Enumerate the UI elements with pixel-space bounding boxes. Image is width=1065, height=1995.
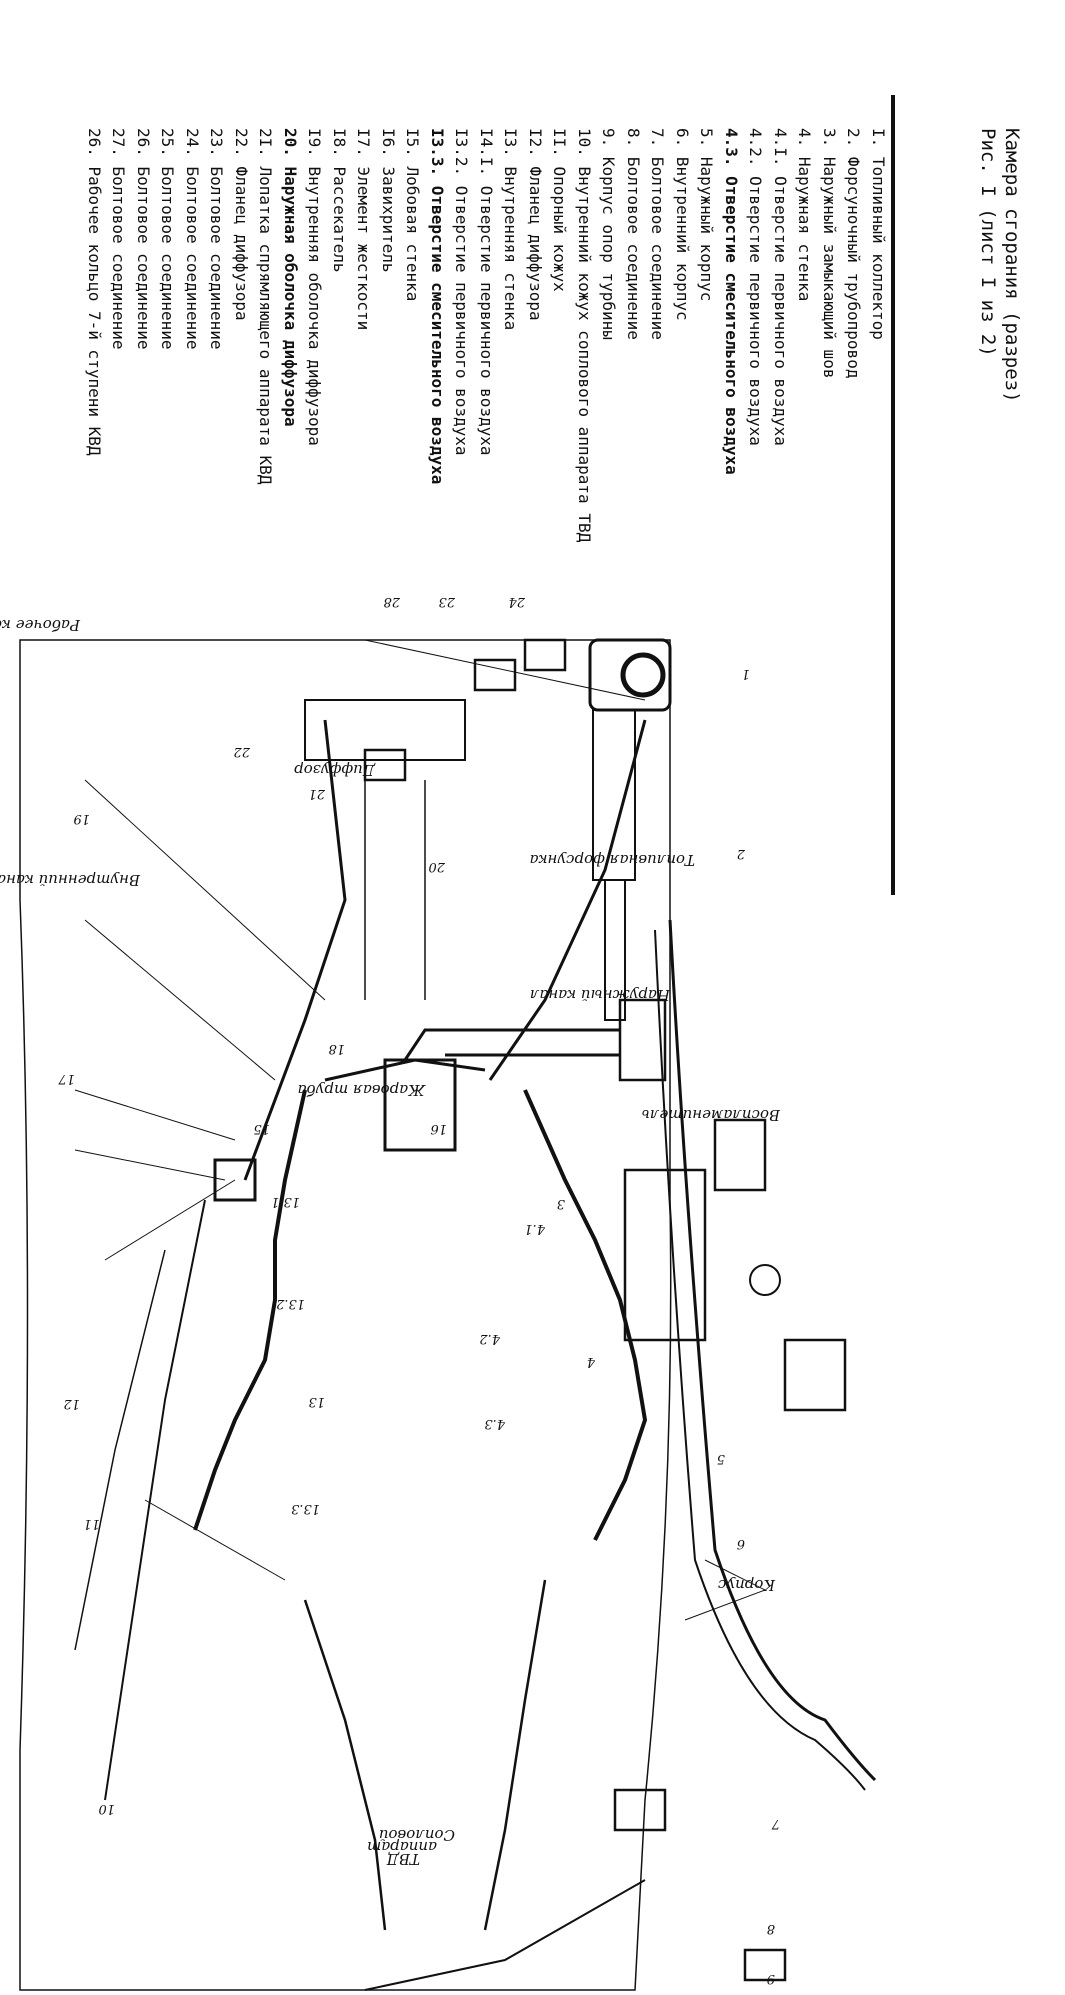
callout-15: 15: [253, 1121, 270, 1136]
inner-support: [104, 1199, 206, 1801]
label-igniter: Воспламенитель: [642, 1106, 781, 1124]
callout-16: 16: [430, 1121, 447, 1136]
diffuser-inner-shell: [243, 719, 347, 1181]
turbine-housing: [364, 1879, 646, 1991]
callout-3: 3: [557, 1196, 565, 1211]
label-fuel-injector: Топливная форсунка: [530, 851, 695, 869]
callout-9: 9: [767, 1971, 775, 1986]
label-nozzle-3: ТВД: [386, 1850, 420, 1868]
igniter-cap: [749, 1264, 781, 1296]
callout-numbers: 1 2 3 4 4.1 4.2 4.3 5 6 7 8 9 10 11 12 1…: [58, 594, 780, 1986]
nozzle-outer: [483, 1579, 547, 1931]
inner-casing: [654, 929, 866, 1791]
igniter-connector: [783, 1338, 847, 1412]
nozzle-inner: [303, 1599, 387, 1931]
callout-7: 7: [771, 1816, 780, 1831]
diffuser-outer-shell: [488, 719, 647, 1081]
bolt-23: [473, 658, 517, 692]
injector-stem: [403, 1028, 620, 1061]
callout-4-1: 4.1: [524, 1221, 546, 1236]
leader-lines: [74, 639, 766, 1621]
leader-corpus-b: [684, 1589, 766, 1621]
callout-2: 2: [737, 846, 746, 861]
front-wall: [324, 1058, 486, 1082]
callout-8: 8: [767, 1921, 775, 1936]
leader-17: [74, 1089, 236, 1141]
callout-11: 11: [83, 1516, 100, 1531]
callout-12: 12: [63, 1396, 80, 1411]
callout-4-2: 4.2: [479, 1331, 501, 1346]
bolt-8: [743, 1948, 787, 1982]
outer-boundary: [19, 639, 672, 1991]
leader-10: [144, 1499, 286, 1581]
bolt-24: [523, 638, 567, 672]
leader-11: [104, 1179, 236, 1261]
callout-23: 23: [438, 594, 456, 609]
label-hpc-rotor: Рабочее колесо КВД: [0, 616, 81, 634]
label-nozzle-1: Сопловой: [379, 1826, 455, 1844]
leader-corpus-a: [704, 1559, 766, 1591]
callout-5: 5: [717, 1451, 725, 1466]
compressor-vane: [304, 699, 466, 761]
callout-1: 1: [742, 666, 750, 681]
leader-1: [364, 639, 646, 701]
callout-21: 21: [308, 786, 326, 801]
label-outer-channel: Наружный канал: [530, 986, 671, 1004]
manifold-pipe: [620, 652, 666, 698]
leader-inner-channel: [84, 919, 276, 1081]
callout-13-2: 13.2: [276, 1296, 305, 1311]
callout-22: 22: [233, 744, 251, 759]
label-casing: Корпус: [717, 1576, 776, 1594]
callout-13-3: 13.3: [291, 1501, 320, 1516]
bolt-7: [613, 1788, 667, 1832]
igniter-plug: [713, 1118, 767, 1192]
liner-inner-wall: [193, 1089, 307, 1531]
fuel-manifold: [588, 638, 672, 712]
flange-12: [213, 1158, 257, 1202]
inner-support-2: [74, 1249, 166, 1651]
callout-10: 10: [98, 1801, 115, 1816]
callout-18: 18: [328, 1041, 345, 1056]
leader-19: [84, 779, 326, 1001]
callout-28: 28: [383, 594, 401, 609]
fuel-line-thin: [604, 879, 626, 1021]
injector-body: [618, 998, 667, 1082]
callout-17: 17: [58, 1071, 75, 1086]
outer-casing: [668, 919, 877, 1782]
label-inner-channel: Внутренний канал: [0, 871, 141, 889]
callout-19: 19: [73, 811, 90, 826]
swirler-block: [383, 1058, 457, 1152]
liner-outer-wall: [523, 1089, 648, 1541]
callout-13: 13: [308, 1394, 325, 1409]
region-labels: Топливная форсунка Воспламенитель Наружн…: [0, 616, 781, 1868]
leader-12: [74, 1149, 226, 1181]
callout-20: 20: [428, 859, 446, 874]
callout-6: 6: [737, 1536, 745, 1551]
bolt-22: [363, 748, 407, 782]
label-diffuser: Диффузор: [294, 761, 376, 779]
label-liner: Жаровая труба: [298, 1081, 426, 1099]
callout-13-1: 13.1: [271, 1194, 300, 1209]
igniter-body: [623, 1168, 707, 1342]
callout-4: 4: [587, 1354, 596, 1369]
callout-24: 24: [508, 594, 526, 609]
outline-group: [19, 638, 877, 1991]
label-nozzle-2: аппарат: [367, 1838, 437, 1856]
callout-4-3: 4.3: [484, 1416, 506, 1431]
